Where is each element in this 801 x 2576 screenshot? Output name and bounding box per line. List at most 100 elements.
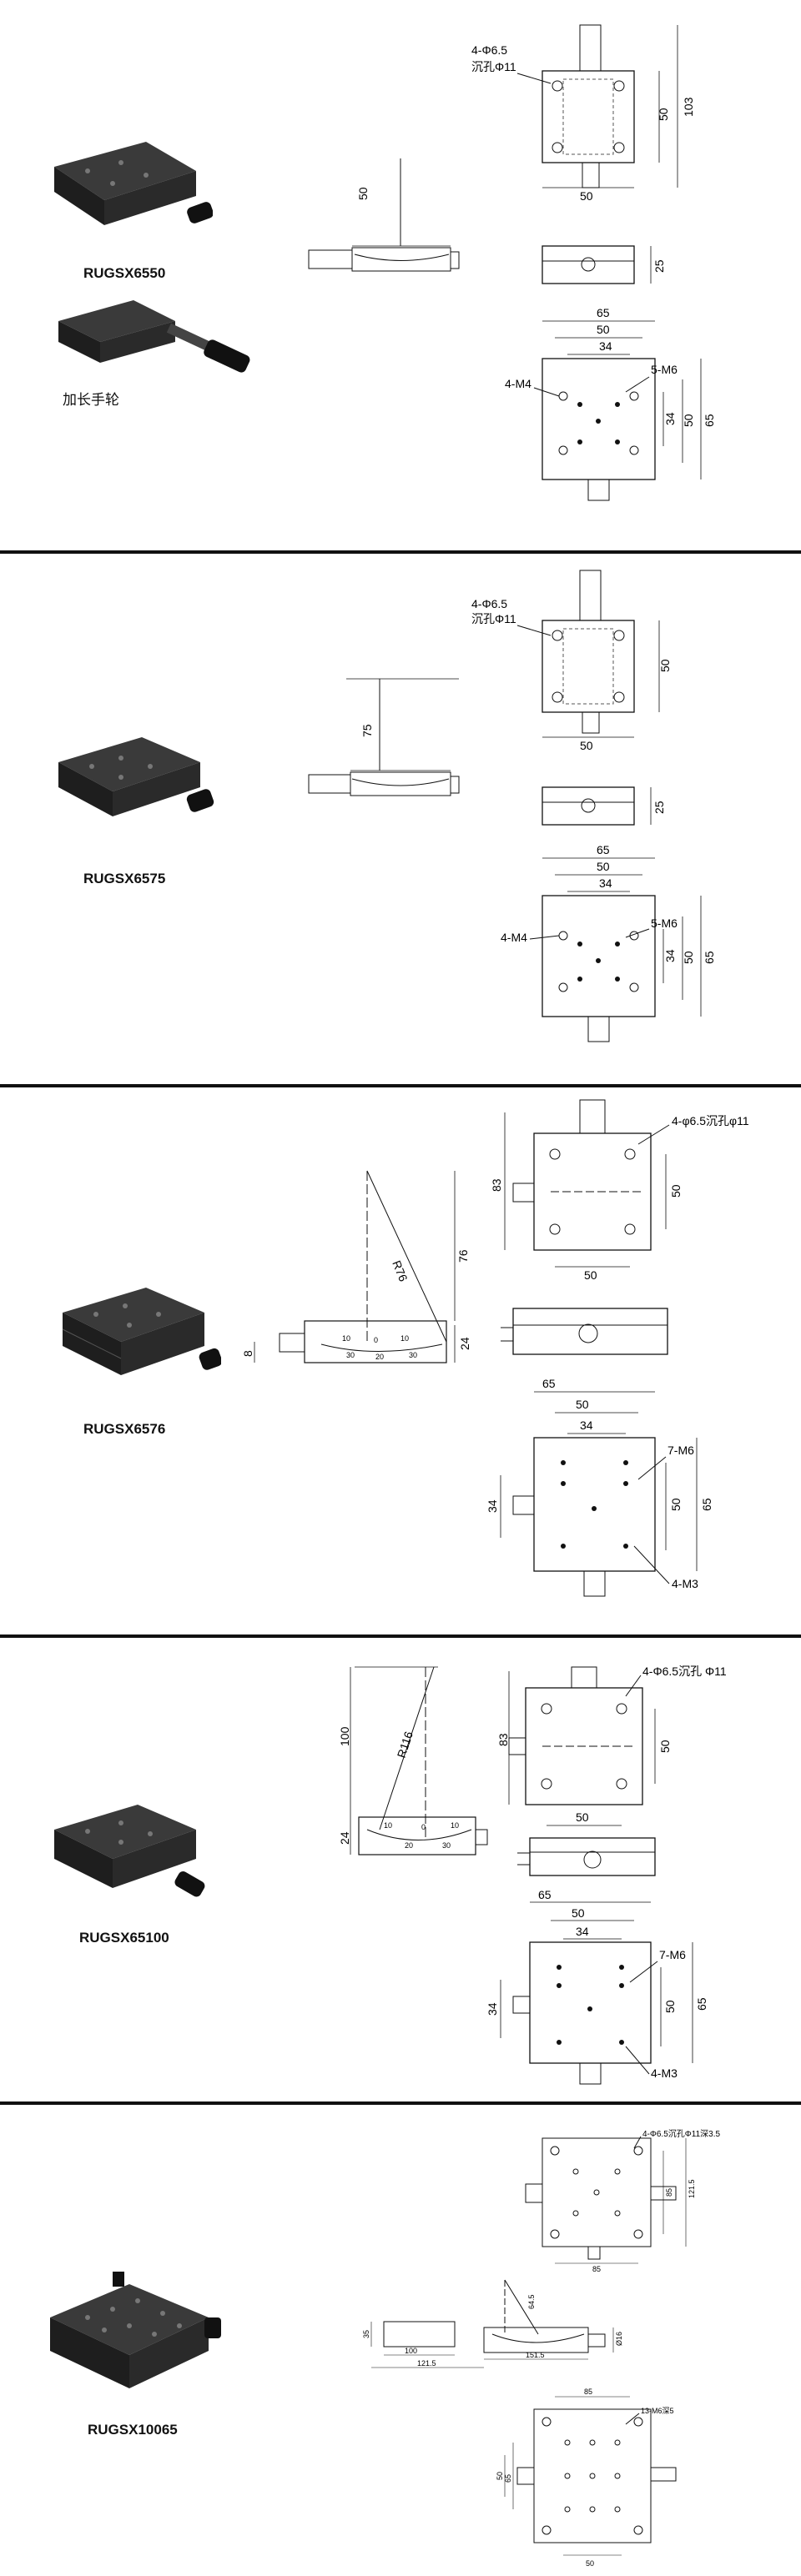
dim-base-34: 34 — [599, 339, 612, 353]
section-divider — [0, 550, 801, 554]
side-view-drawing: 64.5 35 Ø16 100 151.5 121.5 — [362, 2279, 623, 2368]
dim-side-100: 100 — [338, 1726, 351, 1746]
side-view-drawing: R116 100 10 0 10 20 30 24 — [338, 1666, 488, 1855]
dim-side-1215: 121.5 — [417, 2359, 436, 2368]
scale-label-6: 30 — [409, 1351, 417, 1359]
dim-side-16: Ø16 — [615, 2332, 623, 2346]
extra-label: 加长手轮 — [63, 392, 119, 408]
dim-m4: 4-M4 — [501, 931, 527, 944]
top-view-drawing: 4-φ6.5沉孔φ11 83 50 50 — [490, 1099, 749, 1282]
dim-top-85: 85 — [592, 2265, 601, 2273]
dim-base-65: 65 — [597, 306, 610, 319]
base-view-drawing: 65 50 34 4-M4 5-M6 34 50 65 — [501, 843, 716, 1042]
scale-label-3: 10 — [400, 1334, 409, 1343]
dim-base-50: 50 — [597, 860, 610, 873]
product-section-4: RUGSX65100 R116 100 10 0 10 20 30 24 4-Φ… — [0, 1638, 801, 2101]
dim-top-height: 50 — [658, 659, 672, 672]
dim-right-50: 50 — [682, 414, 695, 427]
dim-top-total: 83 — [496, 1733, 510, 1746]
dim-m6: 7-M6 — [668, 1444, 694, 1457]
model-label: RUGSX6550 — [83, 265, 166, 281]
dim-top-width: 50 — [580, 189, 593, 203]
stage-photo-2 — [58, 737, 214, 816]
model-label: RUGSX10065 — [88, 2422, 178, 2438]
dim-holes: 4-φ6.5沉孔φ11 — [672, 1114, 749, 1127]
dim-m6: 7-M6 — [659, 1948, 686, 1961]
top-view-drawing: 4-Φ6.5 沉孔Φ11 50 50 — [471, 570, 672, 752]
dim-left-50: 50 — [496, 2472, 504, 2480]
scale-label-1: 10 — [384, 1821, 392, 1830]
dim-side-76: 76 — [456, 1249, 470, 1263]
stage-photo-5 — [50, 2272, 221, 2388]
dim-right-34: 34 — [663, 412, 677, 425]
dim-base-34: 34 — [580, 1419, 593, 1432]
front-view-drawing — [517, 1837, 656, 1876]
dim-right-65: 65 — [703, 951, 716, 964]
dim-top-total: 83 — [490, 1178, 503, 1192]
model-label: RUGSX6576 — [83, 1421, 166, 1437]
dim-left-34: 34 — [486, 2002, 499, 2016]
model-label: RUGSX65100 — [79, 1930, 169, 1946]
dim-holes: 4-Φ6.5 — [471, 597, 507, 610]
dim-left-65: 65 — [504, 2474, 512, 2483]
side-view-drawing: 50 — [308, 158, 460, 272]
dim-holes: 4-Φ6.5沉孔Φ11深3.5 — [642, 2128, 720, 2139]
top-view-drawing: 4-Φ6.5沉孔 Φ11 83 50 50 — [496, 1665, 727, 1826]
model-label: RUGSX6575 — [83, 871, 166, 886]
scale-label-2: 0 — [374, 1336, 378, 1344]
dim-m3: 4-M3 — [672, 1577, 698, 1590]
dim-side-1515: 151.5 — [526, 2351, 545, 2359]
dim-m4: 4-M4 — [505, 377, 531, 390]
scale-label-4: 30 — [346, 1351, 355, 1359]
dim-front-height: 25 — [652, 259, 666, 273]
dim-side-24: 24 — [338, 1831, 351, 1845]
dim-top-height: 50 — [658, 1740, 672, 1753]
dim-base-85: 85 — [584, 2388, 592, 2396]
dim-base-34: 34 — [576, 1925, 589, 1938]
dim-right-65: 65 — [700, 1498, 713, 1511]
scale-label-2: 0 — [421, 1823, 426, 1831]
dim-top-width: 50 — [576, 1810, 589, 1824]
dim-right-65: 65 — [703, 414, 716, 427]
dim-m6: 5-M6 — [651, 363, 678, 376]
side-view-drawing: R76 76 10 0 10 30 20 30 24 8 — [242, 1170, 471, 1363]
dim-base-65: 65 — [538, 1888, 552, 1901]
product-section-2: RUGSX6575 75 4-Φ6.5 沉孔Φ11 50 50 25 65 — [0, 554, 801, 1084]
dim-base-65: 65 — [542, 1377, 556, 1390]
dim-radius: R76 — [390, 1258, 411, 1283]
scale-label-1: 10 — [342, 1334, 350, 1343]
base-view-drawing: 65 50 34 4-M4 5-M6 34 50 65 — [505, 306, 716, 501]
dim-base-34: 34 — [599, 876, 612, 890]
dim-right-34: 34 — [663, 949, 677, 962]
base-view-drawing: 65 50 34 7-M6 4-M3 34 50 65 — [486, 1888, 708, 2085]
section-divider — [0, 1634, 801, 1638]
section-divider — [0, 1084, 801, 1087]
top-view-drawing: 4-Φ6.5 沉孔Φ11 50 50 103 — [471, 24, 695, 203]
top-view-drawing: 4-Φ6.5沉孔Φ11深3.5 85 121.5 85 — [525, 2128, 720, 2273]
dim-top-height: 50 — [657, 108, 670, 121]
dim-holes: 4-Φ6.5沉孔 Φ11 — [642, 1665, 727, 1678]
dim-top-1215: 121.5 — [688, 2179, 696, 2198]
dim-front-height: 25 — [652, 801, 666, 814]
stage-photo-4 — [54, 1805, 205, 1897]
dim-base-50: 50 — [572, 1906, 585, 1920]
dim-m3: 4-M3 — [651, 2066, 678, 2080]
dim-right-65: 65 — [695, 1997, 708, 2011]
base-view-drawing: 85 13-M6深5 50 65 50 — [496, 2388, 677, 2568]
scale-label-3: 10 — [451, 1821, 459, 1830]
section-divider — [0, 2101, 801, 2105]
base-view-drawing: 65 50 34 7-M6 4-M3 34 50 65 — [486, 1377, 713, 1597]
dim-radius: R116 — [395, 1730, 416, 1760]
dim-counterbore: 沉孔Φ11 — [471, 60, 516, 73]
dim-side-24: 24 — [458, 1337, 471, 1350]
front-view-drawing: 25 — [542, 245, 666, 284]
dim-side-645: 64.5 — [527, 2294, 536, 2309]
product-section-1: RUGSX6550 加长手轮 50 4-Φ6.5 沉孔Φ11 50 50 103 — [0, 0, 801, 550]
scale-label-5: 20 — [375, 1353, 384, 1361]
dim-top-width: 50 — [580, 739, 593, 752]
dim-counterbore: 沉孔Φ11 — [471, 612, 516, 625]
stage-photo-1 — [54, 142, 213, 225]
dim-base-50: 50 — [576, 1398, 589, 1411]
dim-base-50: 50 — [597, 323, 610, 336]
side-view-drawing: 75 — [308, 678, 460, 796]
